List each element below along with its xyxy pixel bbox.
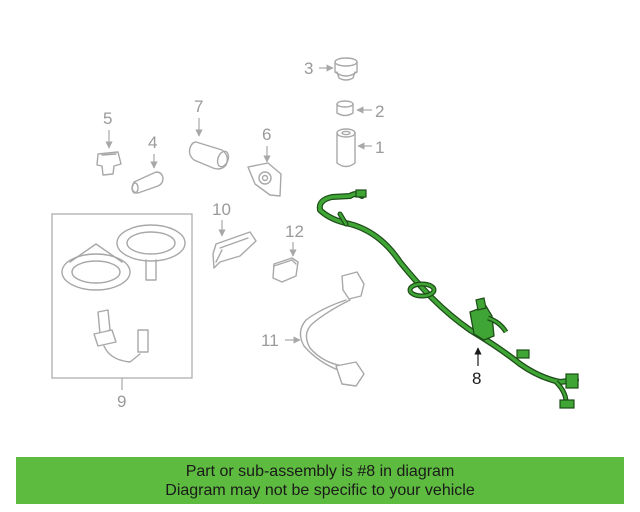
callout-4: 4 (148, 133, 157, 152)
banner-line-2: Diagram may not be specific to your vehi… (165, 481, 475, 499)
part-5-socket (96, 151, 122, 176)
callout-9: 9 (117, 392, 126, 411)
callout-11: 11 (261, 331, 279, 350)
callout-12: 12 (285, 222, 304, 241)
callout-10: 10 (212, 200, 231, 219)
part-4-bulb (131, 171, 164, 194)
part-8-wiring-harness (316, 189, 579, 409)
part-1-sleeve (336, 128, 356, 168)
callout-8: 8 (472, 369, 481, 388)
callout-2: 2 (375, 102, 384, 121)
callout-5: 5 (103, 109, 112, 128)
part-10-cover (212, 231, 257, 269)
part-12-clip (272, 257, 299, 283)
info-banner: Part or sub-assembly is #8 in diagram Di… (16, 457, 624, 504)
part-7-capsule (188, 141, 230, 170)
callout-7: 7 (194, 97, 203, 116)
parts-diagram: 3 2 1 5 4 7 6 10 (51, 57, 579, 411)
part-3-cap (334, 57, 358, 81)
callout-3: 3 (304, 59, 313, 78)
part-6-bracket (247, 162, 282, 197)
part-9-lamp-assembly (51, 213, 193, 390)
part-2-ring (336, 100, 354, 117)
callout-1: 1 (375, 138, 384, 157)
callout-6: 6 (262, 125, 271, 144)
part-11-harness (299, 271, 365, 387)
banner-line-1: Part or sub-assembly is #8 in diagram (185, 462, 455, 480)
